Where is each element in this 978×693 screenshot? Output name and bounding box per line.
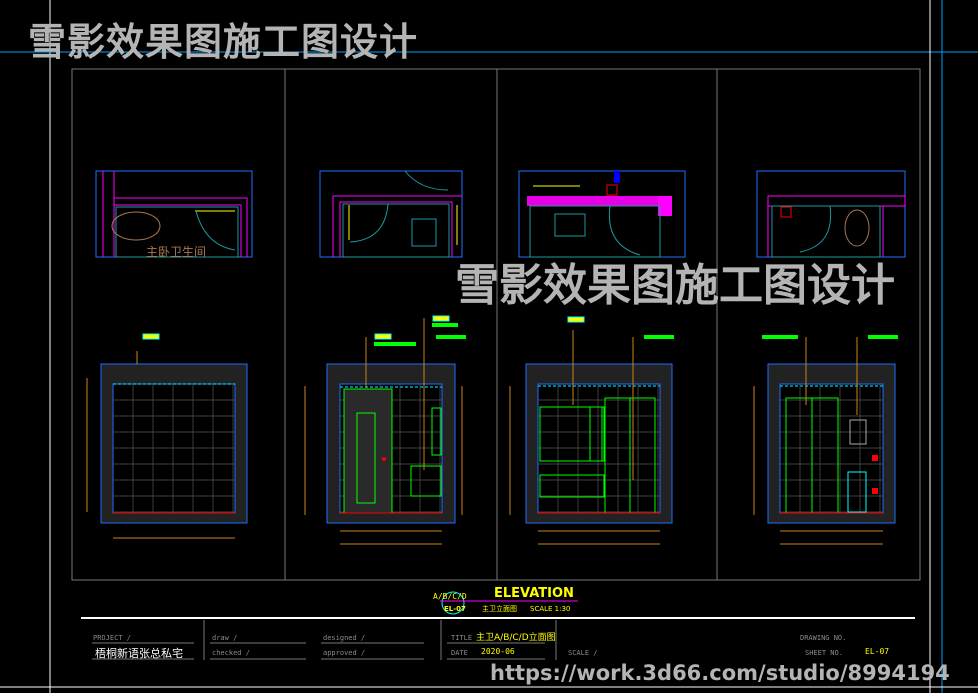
plan-d (756, 170, 906, 258)
elevation-code: EL-07 (444, 605, 466, 613)
plan-c (518, 170, 686, 258)
date-value: 2020-06 (481, 647, 515, 656)
project-label: PROJECT / (93, 634, 131, 642)
designed-label: designed / (323, 634, 365, 642)
approved-label: approved / (323, 649, 365, 657)
watermark-top: 雪影效果图施工图设计 (28, 20, 419, 64)
elevation-title: ELEVATION (494, 586, 574, 601)
checked-label: checked / (212, 649, 250, 657)
toilet-icon (847, 471, 867, 513)
draw-label: draw / (212, 634, 237, 642)
toilet-icon (111, 211, 161, 241)
sheet-title: 主卫A/B/C/D立面图 (476, 631, 556, 643)
vanity-cabinet (539, 474, 605, 498)
elevation-subtitle: 主卫立面图 (482, 604, 517, 613)
project-name: 梧桐新语张总私宅 (95, 646, 183, 660)
elevation-scale: SCALE 1:30 (530, 605, 570, 613)
elevation-b (304, 315, 466, 545)
elevation-header: A/B/C/D EL-07 ELEVATION 主卫立面图 SCALE 1:30 (433, 586, 578, 615)
scale-label: SCALE / (568, 649, 598, 657)
watermark-url: https://work.3d66.com/studio/8994194 (490, 661, 950, 685)
basin-icon (410, 465, 442, 497)
door (343, 388, 393, 514)
sheet-no-label: SHEET NO. (805, 649, 843, 657)
view-labels: A/B/C/D (433, 592, 467, 601)
sheet-no-value: EL-07 (865, 647, 889, 656)
mirror (539, 406, 603, 462)
drawing-no-label: DRAWING NO. (800, 634, 846, 642)
title-block: PROJECT / 梧桐新语张总私宅 draw / checked / desi… (0, 617, 978, 688)
basin-icon (554, 213, 586, 237)
plan-a: 主卧卫生间 (95, 170, 253, 259)
elevation-d (753, 335, 898, 545)
toilet-icon (844, 209, 870, 247)
room-label: 主卧卫生间 (146, 245, 206, 259)
elevation-a (86, 333, 248, 539)
watermark-bottom: 雪影效果图施工图设计 (455, 260, 895, 311)
basin-icon (411, 218, 437, 247)
title-label: TITLE (451, 634, 472, 642)
plan-b (319, 170, 463, 258)
date-label: DATE (451, 649, 468, 657)
elevation-c (509, 316, 674, 545)
drawing-frame (71, 68, 921, 581)
